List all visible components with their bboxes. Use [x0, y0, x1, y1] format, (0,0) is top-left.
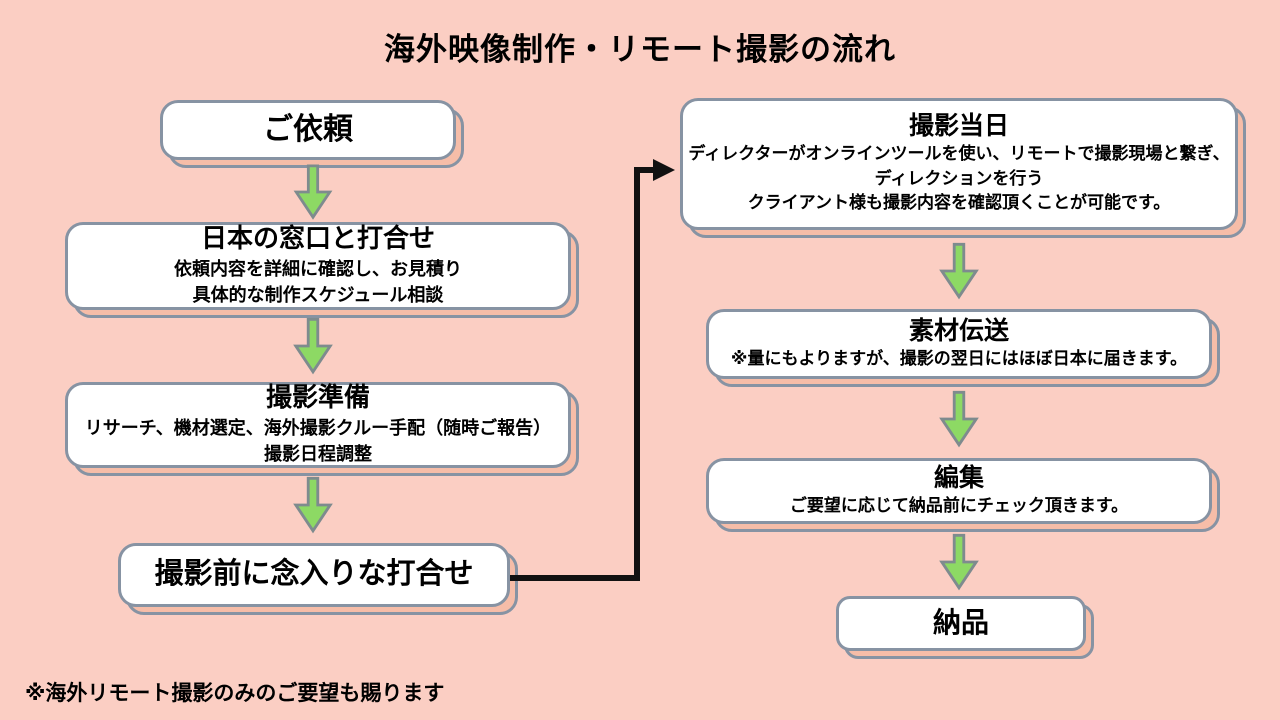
flow-step-material-transfer: 素材伝送 ※量にもよりますが、撮影の翌日にはほぼ日本に届きます。: [706, 309, 1220, 387]
flow-step-title: 納品: [932, 607, 989, 639]
flow-step-title: 素材伝送: [908, 316, 1009, 345]
flow-step-title: 撮影当日: [908, 112, 1009, 141]
down-arrow-icon: [939, 390, 979, 448]
down-arrow-icon: [293, 164, 333, 220]
flow-step-detail: 具体的な制作スケジュール相談: [192, 284, 444, 305]
flow-step-delivery: 納品: [836, 596, 1094, 659]
flow-step-title: 編集: [933, 463, 984, 492]
flow-step-detail: ご要望に応じて納品前にチェック頂きます。: [789, 495, 1129, 515]
flow-step-detail: 撮影日程調整: [264, 443, 372, 464]
flow-step-japan-meeting: 日本の窓口と打合せ 依頼内容を詳細に確認し、お見積り 具体的な制作スケジュール相…: [65, 222, 579, 318]
flow-step-title: 日本の窓口と打合せ: [200, 222, 435, 253]
flow-step-title: ご依頼: [263, 112, 353, 146]
flow-step-detail: リサーチ、機材選定、海外撮影クルー手配（随時ご報告）: [84, 417, 552, 438]
page-title: 海外映像制作・リモート撮影の流れ: [384, 32, 896, 67]
flow-step-shoot-day: 撮影当日 ディレクターがオンラインツールを使い、リモートで撮影現場と繋ぎ、 ディ…: [680, 98, 1246, 238]
flow-step-editing: 編集 ご要望に応じて納品前にチェック頂きます。: [706, 458, 1220, 532]
flow-step-detail: ディレクターがオンラインツールを使い、リモートで撮影現場と繋ぎ、: [688, 143, 1230, 163]
flow-step-detail: 依頼内容を詳細に確認し、お見積り: [174, 258, 462, 279]
flow-step-request: ご依頼: [160, 100, 464, 168]
down-arrow-icon: [293, 317, 333, 375]
flow-step-detail: クライアント様も撮影内容を確認頂くことが可能です。: [747, 193, 1171, 213]
down-arrow-icon: [939, 242, 979, 300]
flow-step-pre-shoot-meeting: 撮影前に念入りな打合せ: [118, 543, 518, 615]
footnote: ※海外リモート撮影のみのご要望も賜ります: [25, 682, 445, 705]
flow-step-shoot-prep: 撮影準備 リサーチ、機材選定、海外撮影クルー手配（随時ご報告） 撮影日程調整: [65, 381, 579, 476]
flow-step-detail: ※量にもよりますが、撮影の翌日にはほぼ日本に届きます。: [730, 348, 1188, 368]
flow-step-detail: ディレクションを行う: [874, 168, 1044, 188]
down-arrow-icon: [293, 476, 333, 534]
flow-step-title: 撮影準備: [265, 381, 370, 412]
flow-step-title: 撮影前に念入りな打合せ: [154, 558, 474, 591]
down-arrow-icon: [939, 533, 979, 591]
